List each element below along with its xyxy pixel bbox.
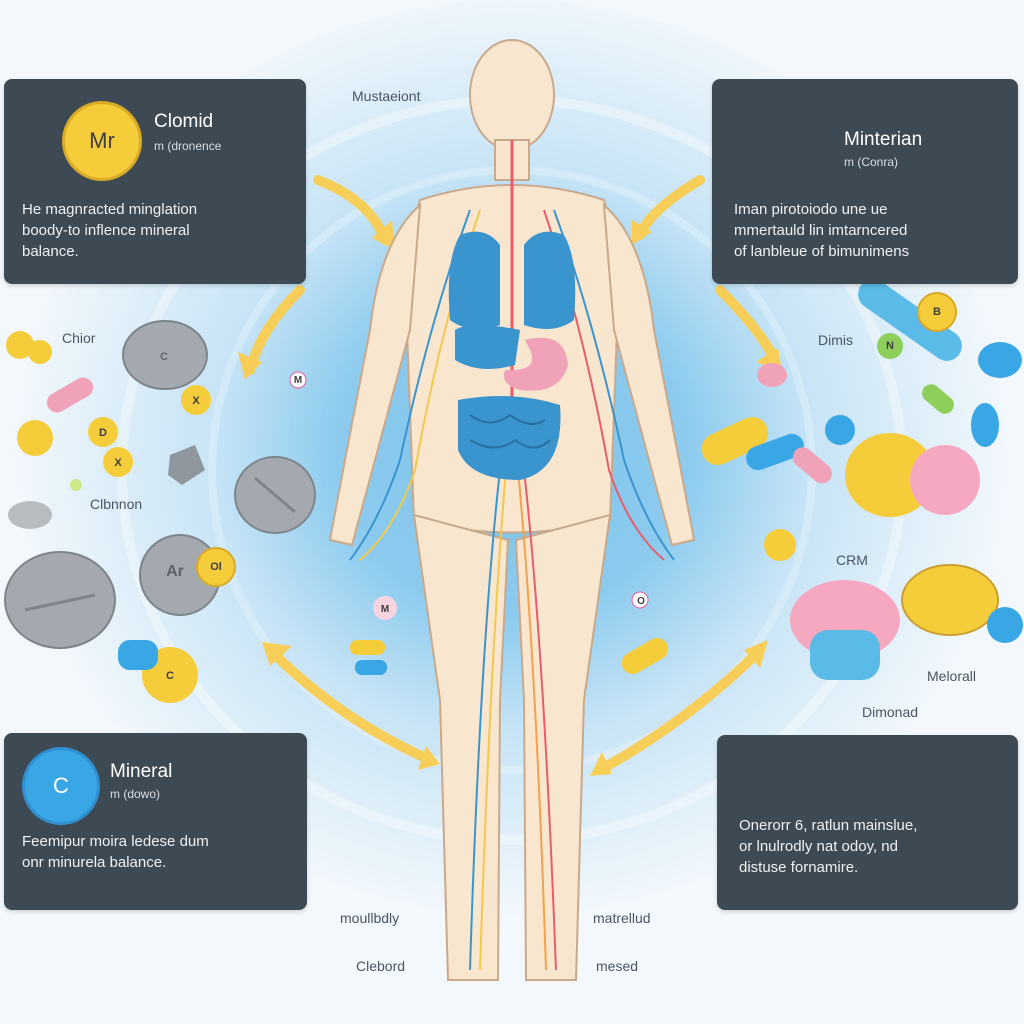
badge-label: Mr	[89, 128, 115, 153]
panel-mineral: C Mineral m (dowo) Feemipur moira ledese…	[4, 733, 307, 910]
mineral-badge: C	[22, 747, 100, 825]
panel-subtitle: m (Conra)	[844, 155, 899, 169]
label-top-center: Mustaeiont	[352, 88, 421, 104]
badge-label: C	[53, 773, 69, 798]
label-left-upper: Chior	[62, 330, 96, 346]
label-bottom-center-right: matrellud	[593, 910, 651, 926]
pill-letter-o: O	[637, 595, 645, 607]
pills-right	[621, 279, 1023, 680]
panel-body-line: or lnulrodly nat odoy, nd	[739, 838, 898, 855]
label-right-lower-2: Dimonad	[862, 704, 919, 720]
label-right-upper: Dimis	[818, 332, 853, 348]
label-bottom-center-left: moullbdly	[340, 910, 400, 926]
panel-bottom-right: Onerorr 6, ratlun mainslue, or lnulrodly…	[717, 735, 1018, 910]
organs	[448, 231, 576, 480]
right-lung	[524, 231, 576, 329]
veins	[349, 140, 675, 971]
panel-subtitle: m (dronence	[154, 139, 222, 153]
label-bottom-left-2: Clebord	[356, 958, 406, 974]
left-lung	[448, 231, 500, 329]
panel-body-line: onr minurela balance.	[22, 854, 167, 871]
arrow-bottom-left	[265, 645, 435, 765]
pill-letter-x2: X	[192, 395, 200, 407]
label-right-mid: CRM	[836, 552, 868, 568]
pill-letter-m2: M	[293, 374, 303, 386]
panel-body-line: Iman pirotoiodo une ue	[734, 201, 888, 218]
panel-body: He magnracted minglation boody-to inflen…	[22, 199, 302, 262]
label-left-mid: Clbnnon	[90, 496, 143, 512]
panel-body-line: He magnracted minglation	[22, 201, 198, 218]
stomach	[504, 337, 568, 391]
panel-body-line: boody-to inflence mineral	[22, 222, 190, 239]
panel-body-line: balance.	[22, 243, 79, 260]
clomid-badge: Mr	[62, 101, 142, 181]
pill-letter-n: N	[877, 333, 903, 359]
pill-letter-d: D	[99, 427, 107, 439]
pill-letter-ol: Ol	[196, 547, 236, 587]
panel-body-line: distuse fornamire.	[739, 859, 859, 876]
label-right-lower: Melorall	[927, 668, 977, 684]
pill-letter-c2: C	[166, 670, 174, 682]
label-bottom-right-2: mesed	[596, 958, 639, 974]
intestines	[458, 396, 561, 480]
pill-letter-m: M	[380, 603, 390, 615]
panel-body-line: Feemipur moira ledese dum	[22, 833, 209, 850]
pill-letter-b: B	[917, 292, 957, 332]
panel-body-line: mmertauld lin imtarncered	[734, 222, 908, 239]
liver	[455, 325, 520, 369]
pill-letter-c: C	[160, 351, 168, 363]
arrow-bottom-right	[595, 645, 765, 775]
panel-body: Iman pirotoiodo une ue mmertauld lin imt…	[734, 199, 1014, 262]
panel-subtitle: m (dowo)	[110, 787, 161, 801]
panel-clomid: Mr Clomid m (dronence He magnracted ming…	[4, 79, 306, 284]
pill-letter-ar: Ar	[166, 563, 184, 580]
panel-body: Feemipur moira ledese dum onr minurela b…	[22, 831, 302, 873]
panel-title: Mineral	[110, 761, 173, 782]
panel-body-line: Onerorr 6, ratlun mainslue,	[739, 817, 918, 834]
panel-title: Minterian	[844, 129, 923, 150]
panel-body-line: of lanbleue of bimunimens	[734, 243, 910, 260]
panel-title: Clomid	[154, 111, 214, 132]
panel-minterian: Minterian m (Conra) Iman pirotoiodo une …	[712, 79, 1018, 284]
panel-body: Onerorr 6, ratlun mainslue, or lnulrodly…	[739, 815, 1014, 878]
pill-letter-x: X	[114, 457, 122, 469]
